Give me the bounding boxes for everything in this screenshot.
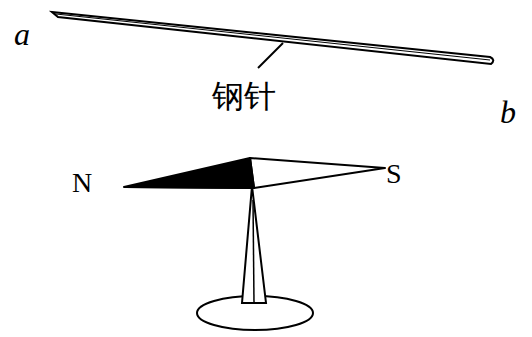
needle-edge <box>124 187 254 188</box>
label-anchor: S <box>386 160 402 188</box>
compass-needle-north <box>124 158 254 188</box>
pole-label: S <box>386 160 402 188</box>
stand-ridge <box>253 200 254 303</box>
part-label: 钢针 <box>212 80 276 112</box>
label-anchor: 钢针 <box>212 80 276 112</box>
label-anchor: b <box>500 96 516 128</box>
steel-needle <box>52 12 493 64</box>
label-anchor: a <box>14 18 30 50</box>
end-label: a <box>14 18 30 50</box>
pole-label: N <box>72 169 92 197</box>
leader-line <box>258 43 283 68</box>
end-label: b <box>500 96 516 128</box>
compass-needle-south <box>250 158 385 188</box>
label-anchor: N <box>72 169 92 197</box>
compass-stand <box>242 186 266 303</box>
